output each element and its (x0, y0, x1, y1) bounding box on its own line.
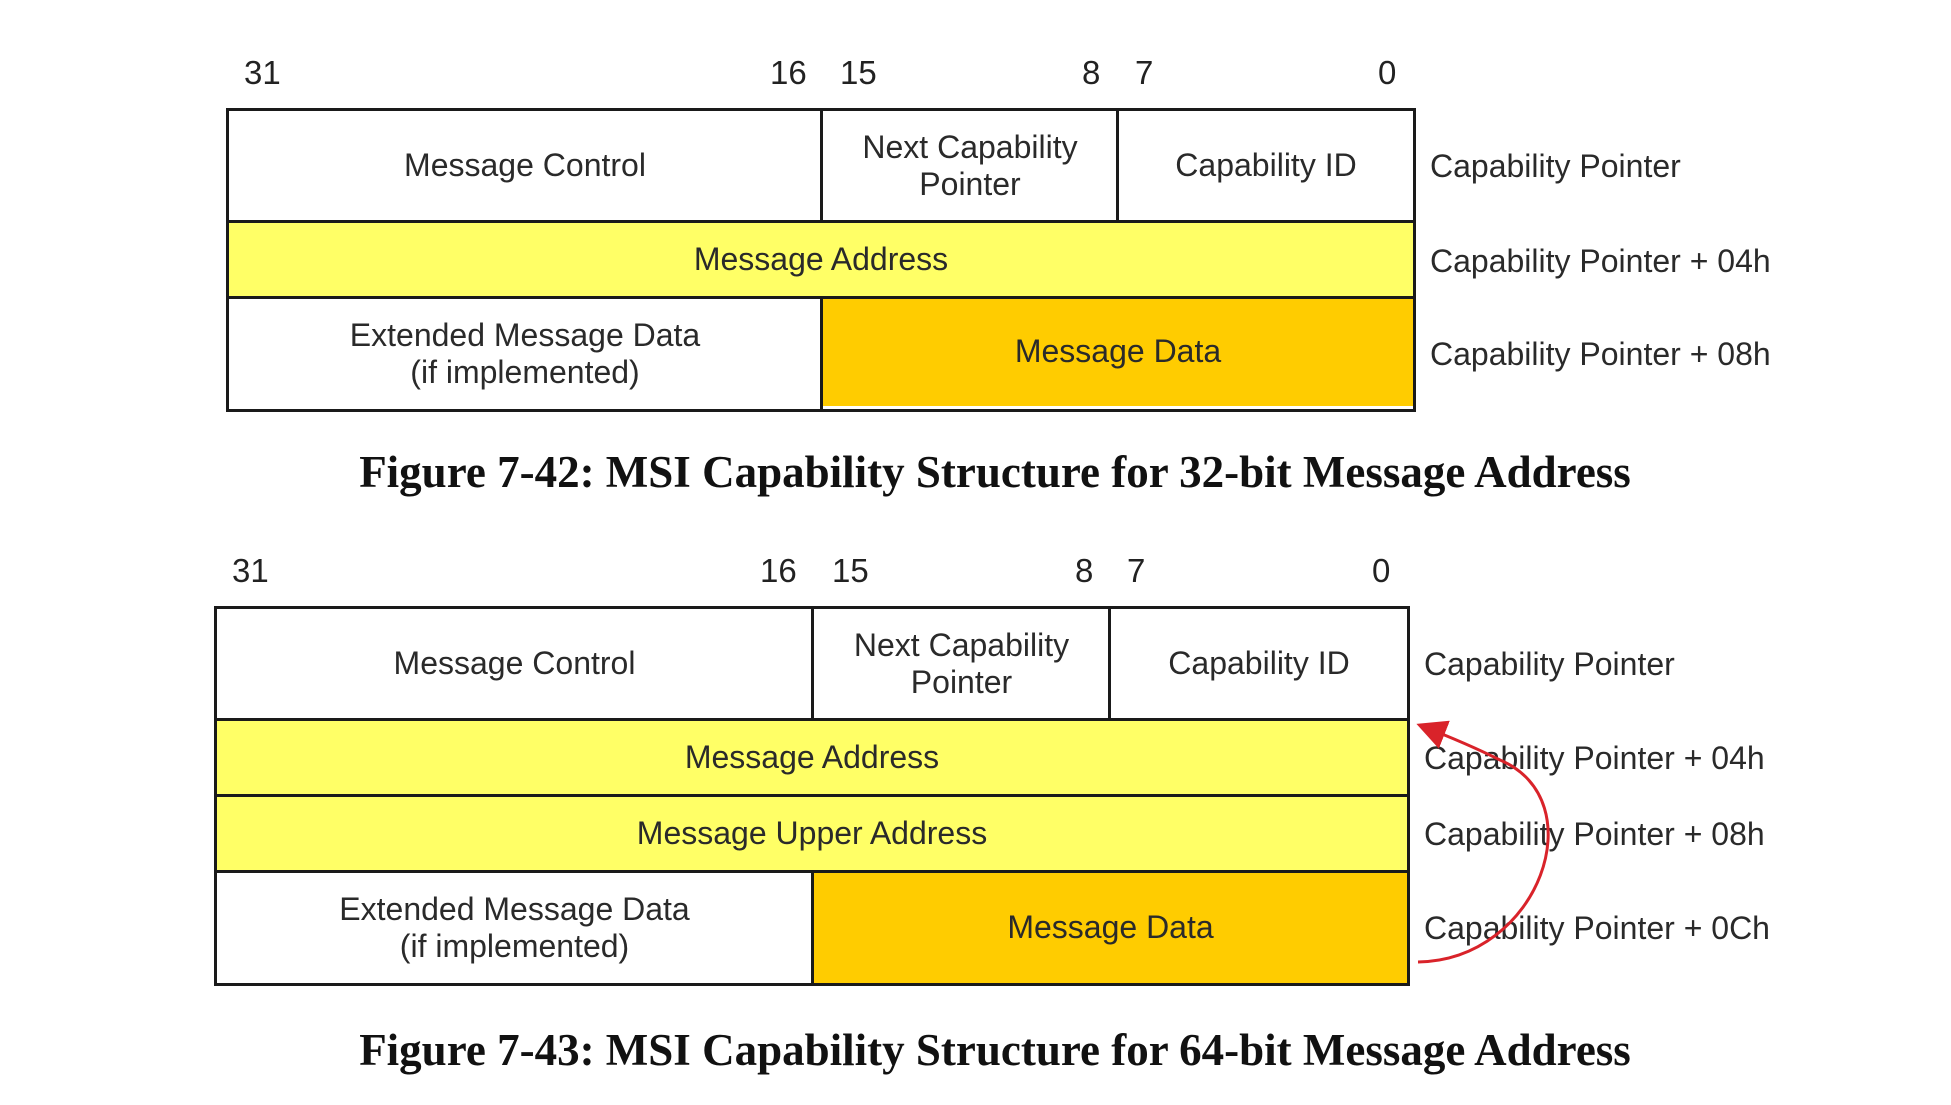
extended-message-data-label-line2: (if implemented) (410, 354, 640, 390)
next-capability-pointer-label-line1: Next Capability (853, 626, 1070, 663)
extended-message-data-label-line1: Extended Message Data (349, 316, 701, 353)
message-control-label: Message Control (404, 147, 646, 184)
bit-31-label: 31 (244, 54, 281, 91)
extended-message-data-label-line1: Extended Message Data (339, 890, 690, 927)
bit-16-label: 16 (770, 54, 807, 91)
message-upper-address-cell: Message Upper Address (216, 796, 1408, 872)
capability-id-label: Capability ID (1175, 147, 1357, 184)
offset-label: Capability Pointer (1430, 148, 1681, 184)
offset-label: Capability Pointer + 04h (1424, 740, 1765, 776)
message-control-cell: Message Control (228, 110, 822, 222)
next-capability-pointer-label-line1: Next Capability (862, 128, 1078, 165)
column-divider (1116, 108, 1119, 222)
offset-label: Capability Pointer + 08h (1424, 816, 1765, 852)
next-capability-pointer-cell: Next Capability Pointer (822, 110, 1118, 222)
message-control-label: Message Control (393, 645, 636, 682)
message-data-label: Message Data (1007, 909, 1214, 946)
extended-message-data-label-line2: (if implemented) (399, 928, 630, 964)
message-data-label: Message Data (1014, 333, 1222, 370)
figure-caption: Figure 7-43: MSI Capability Structure fo… (359, 1025, 1631, 1075)
bit-7-label: 7 (1135, 54, 1154, 91)
offset-label: Capability Pointer + 08h (1430, 336, 1771, 372)
message-data-cell: Message Data (822, 298, 1414, 406)
figure-caption: Figure 7-42: MSI Capability Structure fo… (359, 447, 1631, 497)
row-divider (214, 794, 1410, 797)
bit-15-label: 15 (832, 552, 869, 589)
offset-label: Capability Pointer (1424, 646, 1675, 682)
column-divider (820, 296, 823, 412)
next-capability-pointer-label-line2: Pointer (910, 664, 1013, 700)
column-divider (811, 870, 814, 986)
bit-7-label: 7 (1127, 552, 1146, 589)
message-address-label: Message Address (693, 241, 949, 278)
message-data-cell: Message Data (813, 872, 1408, 984)
message-control-cell: Message Control (216, 608, 813, 720)
column-divider (811, 606, 814, 720)
column-divider (1108, 606, 1111, 720)
message-address-cell: Message Address (216, 720, 1408, 796)
offset-label: Capability Pointer + 0Ch (1424, 910, 1770, 946)
next-capability-pointer-cell: Next Capability Pointer (813, 608, 1110, 720)
extended-message-data-cell: Extended Message Data (if implemented) (216, 872, 813, 984)
extended-message-data-cell: Extended Message Data (if implemented) (228, 298, 822, 410)
bit-31-label: 31 (232, 552, 269, 589)
column-divider (820, 108, 823, 222)
bit-15-label: 15 (840, 54, 877, 91)
next-capability-pointer-label-line2: Pointer (919, 166, 1021, 202)
bit-8-label: 8 (1075, 552, 1094, 589)
bit-0-label: 0 (1378, 54, 1397, 91)
bit-16-label: 16 (760, 552, 797, 589)
bit-8-label: 8 (1082, 54, 1101, 91)
message-address-label: Message Address (684, 739, 940, 776)
message-address-cell: Message Address (228, 222, 1414, 298)
capability-id-label: Capability ID (1168, 645, 1350, 682)
capability-id-cell: Capability ID (1110, 608, 1408, 720)
offset-label: Capability Pointer + 04h (1430, 243, 1771, 279)
bit-0-label: 0 (1372, 552, 1391, 589)
capability-id-cell: Capability ID (1118, 110, 1414, 222)
message-upper-address-label: Message Upper Address (636, 815, 988, 852)
